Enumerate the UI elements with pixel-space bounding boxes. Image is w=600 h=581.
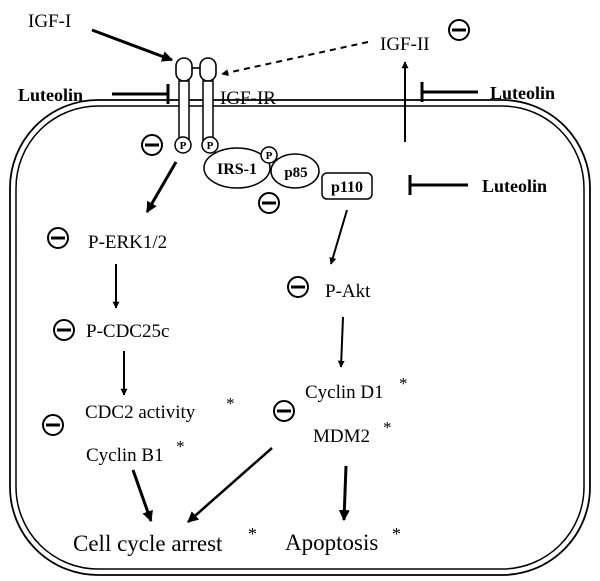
igf1r-receptor: [175, 57, 217, 142]
irs1-minus-icon: [258, 192, 280, 214]
igf2-label: IGF-II: [380, 34, 430, 55]
cyclin-b1-star: *: [176, 437, 185, 456]
luteolin-receptor-inhibitor: [112, 84, 170, 104]
cyclin-d1-to-arrest-arrow: [187, 447, 273, 523]
cyclin-d1-star: *: [399, 374, 408, 393]
svg-text:p85: p85: [284, 165, 307, 181]
akt-to-cyclin-d1-arrow: [337, 316, 345, 368]
cyclin-d1-minus-icon: [273, 400, 295, 422]
luteolin-igf2-inhibitor: [420, 82, 478, 102]
apoptosis-label: Apoptosis: [285, 530, 378, 555]
receptor-minus-icon: [141, 134, 163, 156]
cell-membrane-outer: [9, 99, 591, 576]
svg-text:p110: p110: [331, 179, 363, 196]
receptor-phospho-right: P: [201, 136, 219, 154]
mdm2-label: MDM2: [313, 426, 370, 447]
cdc25c-label: P-CDC25c: [86, 321, 169, 342]
svg-text:P: P: [180, 140, 187, 152]
cyclin-b1-to-arrest-arrow: [131, 469, 153, 523]
cdc2-label: CDC2 activity: [85, 402, 196, 423]
igf1-arrow: [91, 28, 174, 62]
erk-label: P-ERK1/2: [88, 232, 167, 253]
luteolin-receptor-label: Luteolin: [18, 85, 83, 105]
svg-text:P: P: [207, 140, 214, 152]
svg-text:IRS-1: IRS-1: [217, 161, 257, 178]
luteolin-p110-inhibitor: [408, 175, 468, 195]
erk-minus-icon: [47, 227, 69, 249]
akt-minus-icon: [287, 276, 309, 298]
cell-membrane-inner: [15, 105, 585, 570]
cell-cycle-arrest-star: *: [248, 524, 257, 544]
cyclin-b1-label: Cyclin B1: [86, 445, 164, 466]
luteolin-p110-label: Luteolin: [482, 176, 547, 196]
cdc2-star: *: [226, 394, 235, 413]
apoptosis-star: *: [392, 524, 401, 544]
p110-to-akt-arrow: [329, 209, 348, 265]
igf2-dashed-arrow: [221, 41, 369, 77]
irs1-node: IRS-1: [203, 147, 271, 189]
p110-node: p110: [321, 172, 373, 200]
p85-node: p85: [270, 153, 320, 189]
igf1-label: IGF-I: [28, 11, 71, 32]
igf2-minus-icon: [448, 19, 470, 41]
cell-cycle-arrest-label: Cell cycle arrest: [73, 531, 223, 556]
mdm2-star: *: [383, 418, 392, 437]
receptor-phospho-left: P: [174, 136, 192, 154]
mdm2-to-apoptosis-arrow: [338, 465, 350, 522]
receptor-to-erk-arrow: [145, 161, 178, 213]
igf1r-label: IGF-IR: [220, 88, 276, 109]
svg-text:P: P: [266, 150, 273, 162]
cdc2-minus-icon: [42, 414, 64, 436]
irs1-phospho: P: [260, 146, 278, 164]
cyclin-d1-label: Cyclin D1: [305, 382, 384, 403]
cdc25c-minus-icon: [53, 319, 75, 341]
akt-label: P-Akt: [325, 281, 371, 302]
luteolin-igf2-label: Luteolin: [490, 83, 555, 103]
